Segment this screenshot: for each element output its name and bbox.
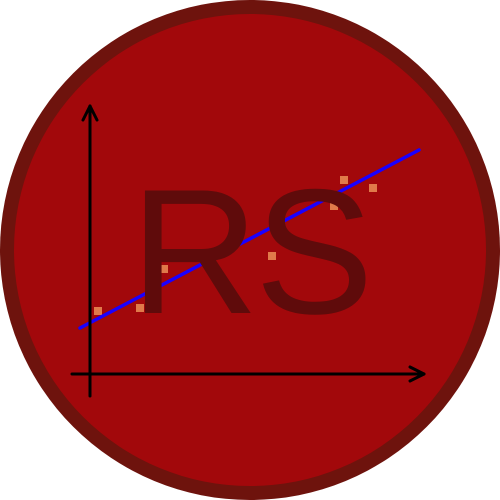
regression-line xyxy=(78,148,421,330)
logo-text: RS xyxy=(130,152,369,351)
scatter-point xyxy=(94,307,102,315)
scatter-points xyxy=(94,176,377,315)
plot-axes xyxy=(70,104,426,398)
scatter-point xyxy=(160,265,168,273)
scatter-point xyxy=(268,252,276,260)
x-axis-arrow-icon xyxy=(408,365,426,383)
logo-disc xyxy=(14,14,486,486)
scatter-point xyxy=(136,304,144,312)
scatter-point xyxy=(330,202,338,210)
y-axis-arrow-icon xyxy=(81,104,99,122)
scatter-point xyxy=(369,184,377,192)
scatter-point xyxy=(340,176,348,184)
